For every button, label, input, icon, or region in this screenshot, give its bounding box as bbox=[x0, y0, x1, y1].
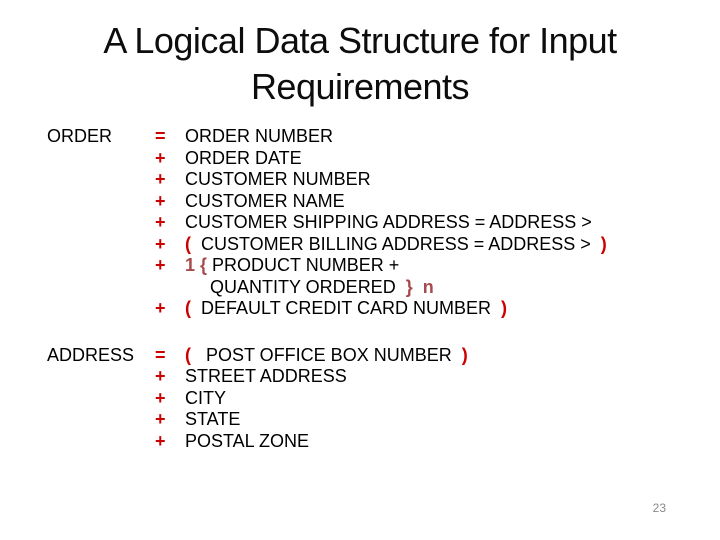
row-content: STATE bbox=[185, 409, 240, 431]
definition-row: + STATE bbox=[155, 409, 700, 431]
operator: + bbox=[155, 387, 166, 408]
text-segment: DEFAULT CREDIT CARD NUMBER bbox=[191, 298, 502, 318]
definition-row: + CUSTOMER SHIPPING ADDRESS = ADDRESS > bbox=[155, 212, 700, 234]
text-segment: PRODUCT NUMBER + bbox=[207, 255, 400, 275]
section-rows: = ORDER NUMBER + ORDER DATE + CUSTOMER NUMBER… bbox=[155, 126, 700, 320]
operator: + bbox=[155, 212, 166, 232]
definition-row: + POSTAL ZONE bbox=[155, 431, 700, 453]
operator: = bbox=[155, 126, 166, 146]
definition-row: + ( DEFAULT CREDIT CARD NUMBER ) bbox=[155, 298, 700, 320]
row-content: 1 { PRODUCT NUMBER + bbox=[185, 255, 399, 277]
text-segment: CUSTOMER BILLING ADDRESS = ADDRESS > bbox=[191, 233, 601, 254]
data-structure-body: ORDER = ORDER NUMBER + ORDER DATE + CUSTOMER N… bbox=[47, 126, 700, 452]
operator bbox=[155, 277, 185, 299]
title-line-2: Requirements bbox=[250, 66, 470, 107]
row-content: ( CUSTOMER BILLING ADDRESS = ADDRESS > ) bbox=[185, 234, 607, 256]
row-content: CUSTOMER SHIPPING ADDRESS = ADDRESS > bbox=[185, 212, 592, 234]
row-content: ( POST OFFICE BOX NUMBER ) bbox=[185, 345, 468, 367]
operator: = bbox=[155, 344, 166, 365]
text-segment: STREET ADDRESS bbox=[185, 366, 347, 386]
text-segment: CITY bbox=[185, 387, 227, 408]
row-content: ( DEFAULT CREDIT CARD NUMBER ) bbox=[185, 298, 507, 320]
operator: + bbox=[155, 147, 166, 168]
text-segment: STATE bbox=[185, 409, 241, 429]
text-segment: ORDER NUMBER bbox=[185, 126, 334, 146]
row-content: ORDER DATE bbox=[185, 148, 302, 170]
operator: + bbox=[155, 255, 166, 275]
operator: + bbox=[155, 169, 166, 189]
text-segment: } n bbox=[405, 276, 434, 297]
operator: + bbox=[155, 430, 166, 451]
definition-row: = ORDER NUMBER bbox=[155, 126, 700, 148]
text-segment: QUANTITY ORDERED bbox=[185, 276, 406, 297]
row-content: QUANTITY ORDERED } n bbox=[185, 277, 434, 299]
text-segment: ( bbox=[185, 298, 191, 318]
row-content: CUSTOMER NAME bbox=[185, 191, 345, 213]
operator: + bbox=[155, 409, 166, 429]
section-address: ADDRESS = ( POST OFFICE BOX NUMBER ) + STREE… bbox=[47, 345, 700, 453]
definition-row: + ORDER DATE bbox=[155, 148, 700, 170]
operator: + bbox=[155, 233, 166, 254]
row-content: POSTAL ZONE bbox=[185, 431, 309, 453]
row-content: CITY bbox=[185, 388, 226, 410]
operator: + bbox=[155, 366, 166, 386]
text-segment: ) bbox=[501, 298, 508, 318]
title-line-1: A Logical Data Structure for Input bbox=[103, 20, 617, 61]
text-segment: ) bbox=[461, 344, 468, 365]
slide-title: A Logical Data Structure for Input Requi… bbox=[0, 18, 720, 110]
definition-row: QUANTITY ORDERED } n bbox=[155, 277, 700, 299]
definition-row: + ( CUSTOMER BILLING ADDRESS = ADDRESS > … bbox=[155, 234, 700, 256]
text-segment: ( bbox=[185, 344, 191, 365]
text-segment: CUSTOMER NUMBER bbox=[185, 169, 371, 189]
definition-row: + CITY bbox=[155, 388, 700, 410]
operator: + bbox=[155, 298, 166, 318]
definition-row: + STREET ADDRESS bbox=[155, 366, 700, 388]
text-segment: CUSTOMER SHIPPING ADDRESS = ADDRESS > bbox=[185, 212, 592, 232]
text-segment: ( bbox=[185, 233, 191, 254]
page-number: 23 bbox=[652, 501, 666, 515]
text-segment: POST OFFICE BOX NUMBER bbox=[191, 344, 462, 365]
text-segment: ) bbox=[600, 233, 607, 254]
operator: + bbox=[155, 190, 166, 211]
definition-row: +1 { PRODUCT NUMBER + bbox=[155, 255, 700, 277]
text-segment: CUSTOMER NAME bbox=[185, 190, 345, 211]
row-content: CUSTOMER NUMBER bbox=[185, 169, 371, 191]
text-segment: ORDER DATE bbox=[185, 147, 302, 168]
text-segment: POSTAL ZONE bbox=[185, 430, 310, 451]
row-content: ORDER NUMBER bbox=[185, 126, 333, 148]
definition-row: = ( POST OFFICE BOX NUMBER ) bbox=[155, 345, 700, 367]
row-content: STREET ADDRESS bbox=[185, 366, 347, 388]
text-segment: 1 { bbox=[185, 255, 208, 275]
section-rows: = ( POST OFFICE BOX NUMBER ) + STREET ADDRE… bbox=[155, 345, 700, 453]
section-label: ADDRESS bbox=[47, 344, 135, 365]
definition-row: + CUSTOMER NUMBER bbox=[155, 169, 700, 191]
section-label: ORDER bbox=[47, 126, 113, 146]
section-order: ORDER = ORDER NUMBER + ORDER DATE + CUSTOMER N… bbox=[47, 126, 700, 320]
definition-row: + CUSTOMER NAME bbox=[155, 191, 700, 213]
